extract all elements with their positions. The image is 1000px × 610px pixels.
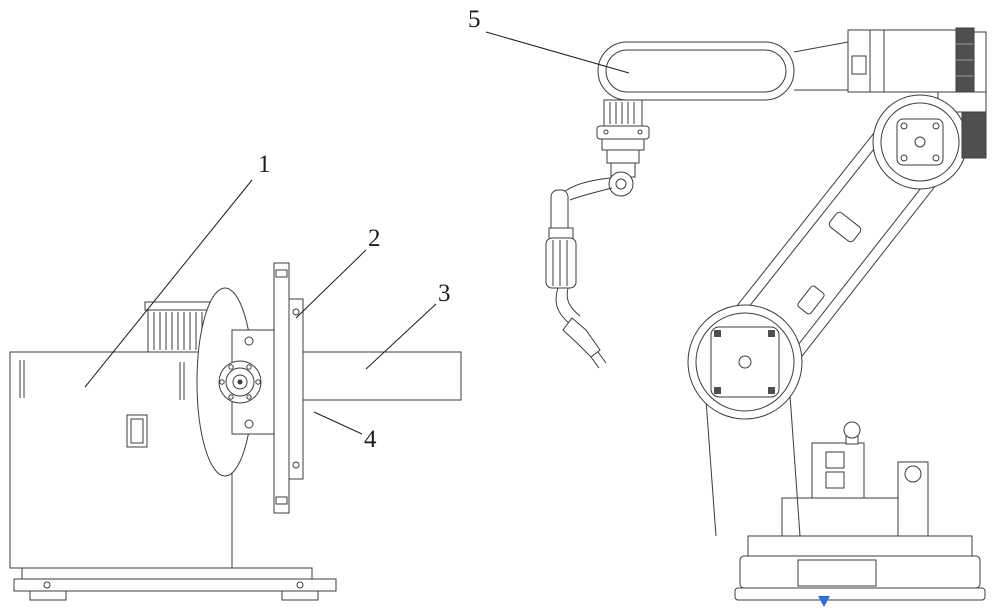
- robot-pedestal: [781, 421, 929, 537]
- leader-line-5: [485, 31, 630, 74]
- leader-line-2: [295, 249, 367, 319]
- positioner-base: [13, 567, 337, 601]
- torch-nozzle: [562, 317, 601, 358]
- part-label-3: 3: [438, 280, 451, 307]
- rotary-flange: [218, 360, 262, 404]
- leader-line-1: [84, 179, 253, 388]
- positioner-drawing: [9, 262, 462, 601]
- robot-elbow-joint: [872, 94, 987, 190]
- robot-shoulder-joint: [687, 304, 803, 420]
- positioner-body: [9, 351, 233, 569]
- adapter-plate: [288, 298, 304, 480]
- leader-line-3: [365, 303, 437, 370]
- leader-line-4: [313, 411, 363, 435]
- robot-forearm: [597, 41, 795, 101]
- cad-origin-marker: [818, 596, 830, 607]
- robot-base: [734, 535, 986, 601]
- welding-torch: [545, 177, 613, 369]
- workpiece-beam: [302, 351, 462, 401]
- eye-bolt: [843, 421, 861, 439]
- robot-wrist: [596, 99, 650, 197]
- annotation-leaders: [84, 31, 630, 435]
- robot-column: [705, 394, 801, 537]
- part-label-4: 4: [364, 426, 377, 453]
- annotation-labels: 1 2 3 4 5: [258, 6, 481, 453]
- robot-arm-drawing: [545, 27, 987, 607]
- part-label-5: 5: [468, 6, 481, 33]
- mounting-plate: [273, 262, 290, 514]
- part-label-1: 1: [258, 151, 271, 178]
- part-label-2: 2: [368, 225, 381, 252]
- robot-shoulder-block: [793, 27, 987, 113]
